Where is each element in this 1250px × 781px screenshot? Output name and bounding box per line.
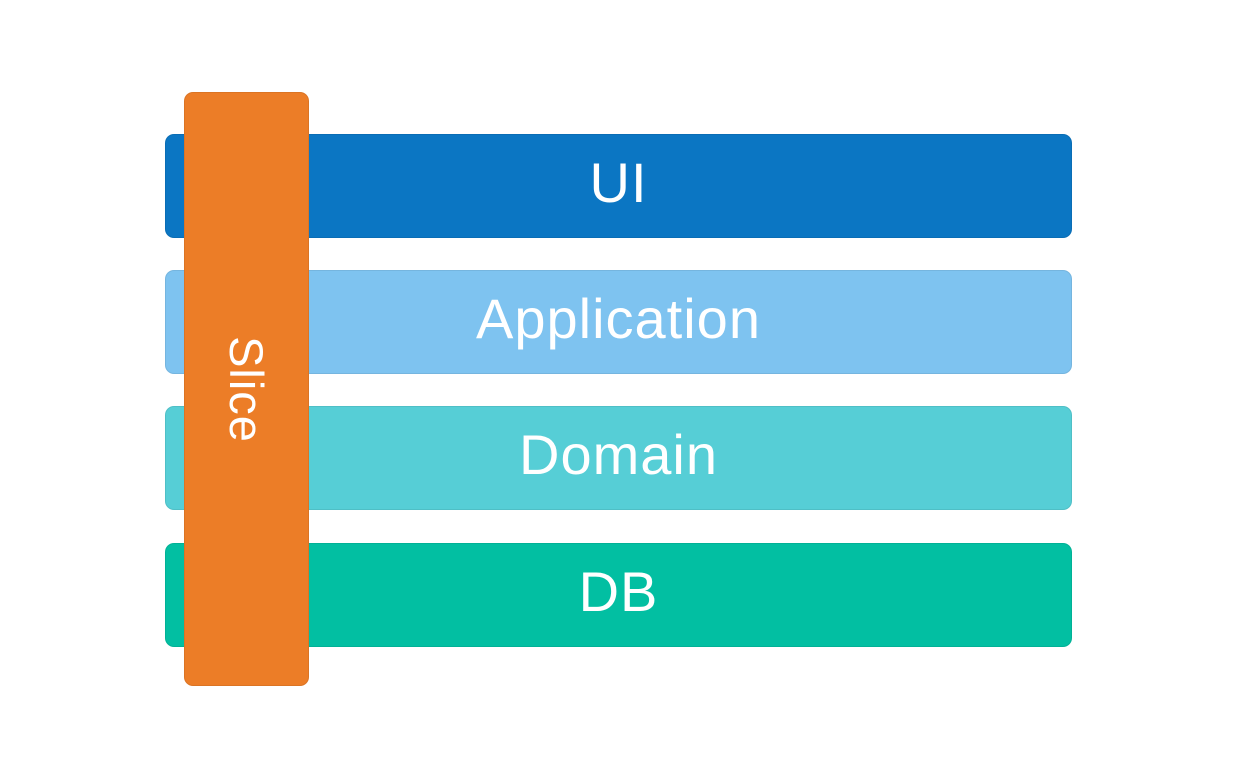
layer-label-domain: Domain <box>519 423 718 486</box>
layer-bar-domain: Domain <box>165 406 1072 510</box>
layer-label-ui: UI <box>589 151 648 214</box>
layer-bar-ui: UI <box>165 134 1072 238</box>
slice-bar: Slice <box>184 92 309 686</box>
slice-label: Slice <box>220 335 273 443</box>
layer-bar-db: DB <box>165 543 1072 647</box>
layer-label-db: DB <box>578 560 659 623</box>
layer-label-application: Application <box>476 287 761 350</box>
layer-bar-application: Application <box>165 270 1072 374</box>
